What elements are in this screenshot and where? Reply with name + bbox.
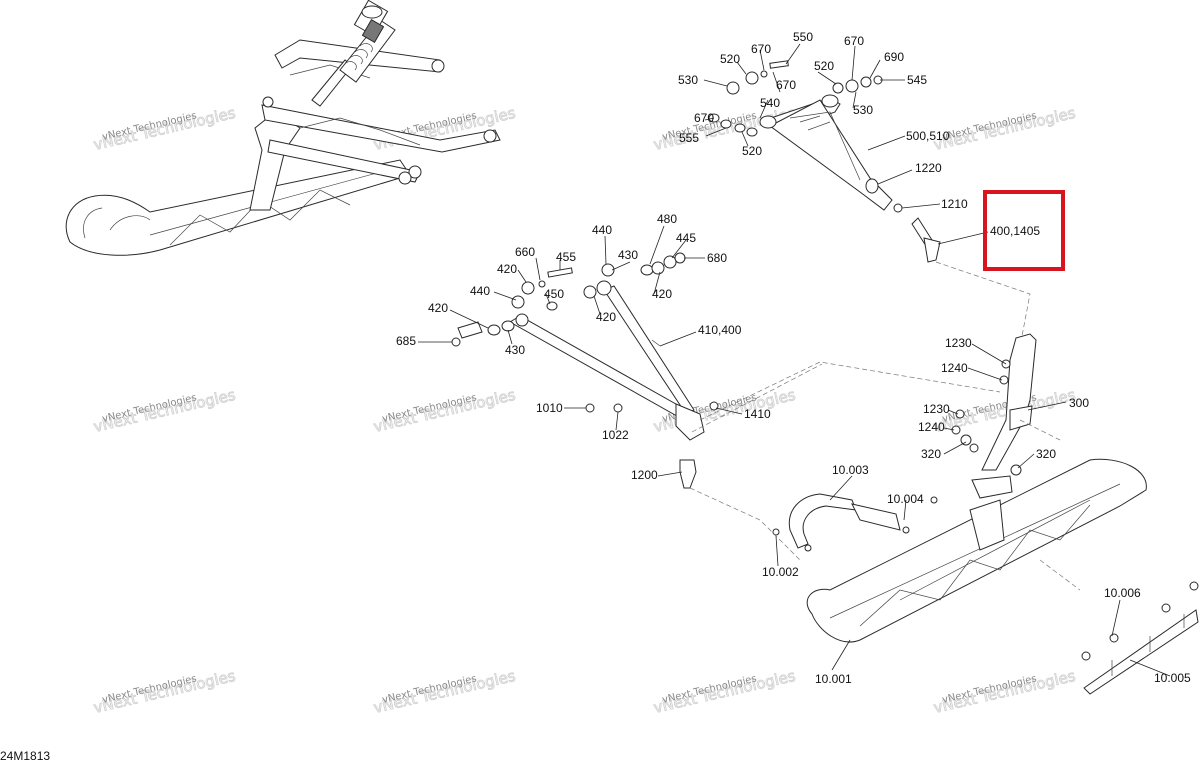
callout-1410: 1410 <box>744 407 771 421</box>
callout-1220: 1220 <box>915 161 942 175</box>
watermark: vNext Technologies vNext Technologies <box>91 666 237 717</box>
callout-10-006: 10.006 <box>1104 586 1141 600</box>
callout-670: 670 <box>694 111 714 125</box>
callout-540: 540 <box>760 96 780 110</box>
callout-685: 685 <box>396 334 416 348</box>
callout-320: 320 <box>1036 447 1056 461</box>
callout-520: 520 <box>720 52 740 66</box>
callout-500-510: 500,510 <box>906 129 950 143</box>
upper-a-arm-group <box>703 43 989 263</box>
callout-690: 690 <box>884 50 904 64</box>
callout-1240: 1240 <box>941 361 968 375</box>
callout-670: 670 <box>751 42 771 56</box>
callout-430: 430 <box>618 248 638 262</box>
spindle-ski-group <box>772 333 1199 695</box>
watermark: vNext Technologies vNext Technologies <box>931 103 1077 154</box>
callout-455: 455 <box>556 250 576 264</box>
callout-440: 440 <box>470 284 490 298</box>
callout-670: 670 <box>776 78 796 92</box>
callout-1240: 1240 <box>918 420 945 434</box>
callout-680: 680 <box>707 251 727 265</box>
lower-a-arm-group <box>418 225 743 489</box>
callout-1230: 1230 <box>945 336 972 350</box>
watermark: vNext Technologies vNext Technologies <box>91 385 237 436</box>
callout-420: 420 <box>428 301 448 315</box>
callout-1200: 1200 <box>631 468 658 482</box>
diagram-code: 24M1813 <box>0 749 50 762</box>
callout-420: 420 <box>497 262 517 276</box>
callout-300: 300 <box>1069 396 1089 410</box>
callout-1010: 1010 <box>536 401 563 415</box>
callout-labels: 550 670 670 520 690 520 545 530 670 540 … <box>396 30 1191 686</box>
watermark: vNext Technologies vNext Technologies <box>931 666 1077 717</box>
callout-320: 320 <box>921 447 941 461</box>
watermark: vNext Technologies vNext Technologies <box>371 666 517 717</box>
watermark: vNext Technologies vNext Technologies <box>651 666 797 717</box>
callout-660: 660 <box>515 245 535 259</box>
callout-520: 520 <box>742 144 762 158</box>
callout-10-003: 10.003 <box>832 463 869 477</box>
callout-480: 480 <box>657 212 677 226</box>
callout-450: 450 <box>544 287 564 301</box>
callout-545: 545 <box>907 73 927 87</box>
watermark: vNext Technologies vNext Technologies <box>371 385 517 436</box>
callout-400-1405: 400,1405 <box>990 224 1040 238</box>
assembled-ski-overview <box>65 0 501 256</box>
callout-555: 555 <box>679 131 699 145</box>
callout-670: 670 <box>844 34 864 48</box>
callout-410-400: 410,400 <box>698 323 742 337</box>
callout-10-001: 10.001 <box>815 672 852 686</box>
callout-10-004: 10.004 <box>887 492 924 506</box>
callout-530: 530 <box>853 103 873 117</box>
highlight-box <box>983 190 1065 271</box>
callout-420: 420 <box>596 310 616 324</box>
callout-10-005: 10.005 <box>1154 671 1191 685</box>
callout-440: 440 <box>592 223 612 237</box>
callout-520: 520 <box>814 59 834 73</box>
callout-550: 550 <box>793 30 813 44</box>
callout-1022: 1022 <box>602 428 629 442</box>
callout-530: 530 <box>678 73 698 87</box>
callout-420: 420 <box>652 287 672 301</box>
callout-1210: 1210 <box>941 197 968 211</box>
callout-1230: 1230 <box>923 402 950 416</box>
watermark: vNext Technologies vNext Technologies <box>91 103 237 154</box>
assembly-lines <box>689 261 1081 591</box>
callout-10-002: 10.002 <box>762 565 799 579</box>
callout-445: 445 <box>676 231 696 245</box>
callout-430: 430 <box>505 343 525 357</box>
